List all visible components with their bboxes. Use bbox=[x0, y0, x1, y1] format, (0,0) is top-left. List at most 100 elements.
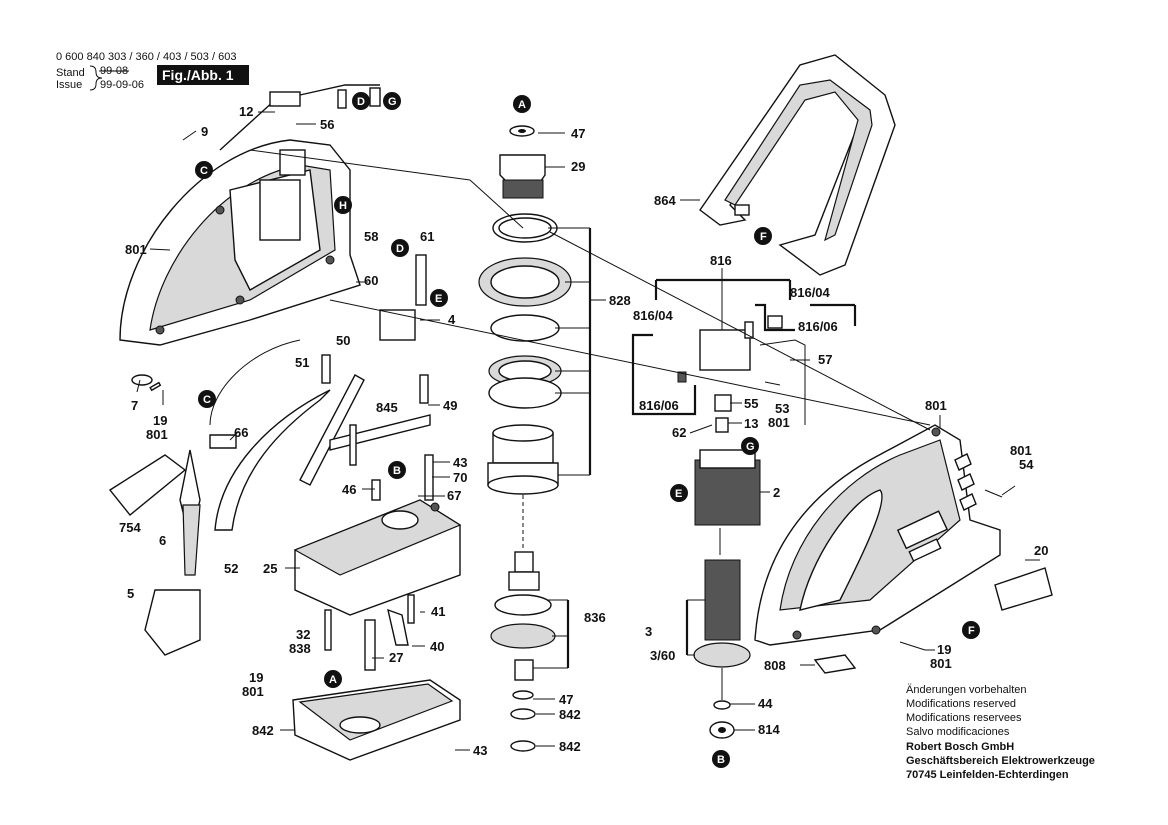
marker-e-left: E bbox=[430, 289, 448, 307]
marker-g-mid: G bbox=[741, 437, 759, 455]
gearbox-housing-25 bbox=[293, 499, 462, 616]
label-57: 57 bbox=[818, 352, 832, 367]
label-19-a: 19 bbox=[153, 413, 167, 428]
label-842-a: 842 bbox=[252, 723, 274, 738]
housing-left-801 bbox=[119, 139, 361, 346]
reference-markers: G D C H D E C B A A F G E F B bbox=[195, 92, 980, 768]
label-43-a: 43 bbox=[453, 455, 467, 470]
small-parts-left bbox=[108, 254, 434, 671]
svg-text:B: B bbox=[717, 754, 725, 766]
label-47-a: 47 bbox=[571, 126, 585, 141]
label-52: 52 bbox=[224, 561, 238, 576]
figure-title-box bbox=[157, 65, 249, 85]
label-56: 56 bbox=[320, 117, 334, 132]
marker-b-bottom: B bbox=[712, 750, 730, 768]
label-60: 60 bbox=[364, 273, 378, 288]
label-20: 20 bbox=[1034, 543, 1048, 558]
marker-g-top: G bbox=[383, 92, 401, 110]
note-line-1: Änderungen vorbehalten bbox=[906, 684, 1026, 696]
svg-text:D: D bbox=[396, 243, 404, 255]
division-name: Geschäftsbereich Elektrowerkzeuge bbox=[906, 755, 1095, 767]
cable-12 bbox=[219, 84, 381, 151]
svg-text:C: C bbox=[200, 165, 208, 177]
label-61: 61 bbox=[420, 229, 434, 244]
label-754: 754 bbox=[119, 520, 141, 535]
figure-title: Fig./Abb. 1 bbox=[162, 67, 234, 83]
marker-a-left: A bbox=[324, 670, 342, 688]
label-19-c: 19 bbox=[937, 642, 951, 657]
label-67: 67 bbox=[447, 488, 461, 503]
motor-assembly bbox=[677, 321, 761, 739]
label-51: 51 bbox=[295, 355, 309, 370]
part-numbers: 0 600 840 303 / 360 / 403 / 503 / 603 bbox=[56, 51, 236, 63]
label-7: 7 bbox=[131, 398, 138, 413]
label-845: 845 bbox=[376, 400, 398, 415]
svg-text:D: D bbox=[357, 96, 365, 108]
label-49: 49 bbox=[443, 398, 457, 413]
label-25: 25 bbox=[263, 561, 277, 576]
note-line-4: Salvo modificaciones bbox=[906, 726, 1010, 738]
label-40: 40 bbox=[430, 639, 444, 654]
svg-text:B: B bbox=[393, 465, 401, 477]
part-labels: 9 801 7 19 801 12 56 58 61 60 4 50 51 49… bbox=[119, 104, 1048, 758]
label-3: 3 bbox=[645, 624, 652, 639]
svg-text:G: G bbox=[746, 441, 755, 453]
note-line-2: Modifications reserved bbox=[906, 698, 1016, 710]
label-801-a: 801 bbox=[125, 242, 147, 257]
label-58: 58 bbox=[364, 229, 378, 244]
marker-b-left: B bbox=[388, 461, 406, 479]
label-842-c: 842 bbox=[559, 739, 581, 754]
company-address: 70745 Leinfelden-Echterdingen bbox=[906, 769, 1069, 781]
label-70: 70 bbox=[453, 470, 467, 485]
marker-h: H bbox=[334, 196, 352, 214]
label-29: 29 bbox=[571, 159, 585, 174]
marker-a-top: A bbox=[513, 95, 531, 113]
svg-text:E: E bbox=[675, 488, 682, 500]
svg-text:H: H bbox=[339, 200, 347, 212]
marker-d-top: D bbox=[352, 92, 370, 110]
label-801-d: 801 bbox=[768, 415, 790, 430]
label-19-b: 19 bbox=[249, 670, 263, 685]
note-line-3: Modifications reservees bbox=[906, 712, 1022, 724]
housing-right-801 bbox=[754, 424, 1001, 646]
svg-text:A: A bbox=[329, 674, 337, 686]
label-808: 808 bbox=[764, 658, 786, 673]
svg-text:F: F bbox=[968, 625, 975, 637]
label-4: 4 bbox=[448, 312, 456, 327]
label-5: 5 bbox=[127, 586, 134, 601]
svg-text:E: E bbox=[435, 293, 442, 305]
label-41: 41 bbox=[431, 604, 445, 619]
label-816: 816 bbox=[710, 253, 732, 268]
notes-block: Änderungen vorbehalten Modifications res… bbox=[906, 684, 1095, 781]
issue-date: 99-09-06 bbox=[100, 79, 144, 91]
label-801-b: 801 bbox=[146, 427, 168, 442]
marker-f-right: F bbox=[962, 621, 980, 639]
label-43-b: 43 bbox=[473, 743, 487, 758]
label-54: 54 bbox=[1019, 457, 1034, 472]
marker-f-handle: F bbox=[754, 227, 772, 245]
marker-d-mid: D bbox=[391, 239, 409, 257]
label-3-60: 3/60 bbox=[650, 648, 675, 663]
marker-c-left: C bbox=[198, 390, 216, 408]
leader-lines bbox=[136, 111, 1040, 751]
gear-assembly bbox=[478, 125, 572, 752]
label-13: 13 bbox=[744, 416, 758, 431]
label-53: 53 bbox=[775, 401, 789, 416]
label-814: 814 bbox=[758, 722, 780, 737]
svg-text:G: G bbox=[388, 96, 397, 108]
label-55: 55 bbox=[744, 396, 758, 411]
marker-c-top: C bbox=[195, 161, 213, 179]
label-9: 9 bbox=[201, 124, 208, 139]
label-801-c: 801 bbox=[242, 684, 264, 699]
label-46: 46 bbox=[342, 482, 356, 497]
label-2: 2 bbox=[773, 485, 780, 500]
label-44: 44 bbox=[758, 696, 773, 711]
label-27: 27 bbox=[389, 650, 403, 665]
label-836: 836 bbox=[584, 610, 606, 625]
svg-text:A: A bbox=[518, 99, 526, 111]
label-66: 66 bbox=[234, 425, 248, 440]
label-47-b: 47 bbox=[559, 692, 573, 707]
label-62: 62 bbox=[672, 425, 686, 440]
brace-icon bbox=[89, 65, 103, 91]
